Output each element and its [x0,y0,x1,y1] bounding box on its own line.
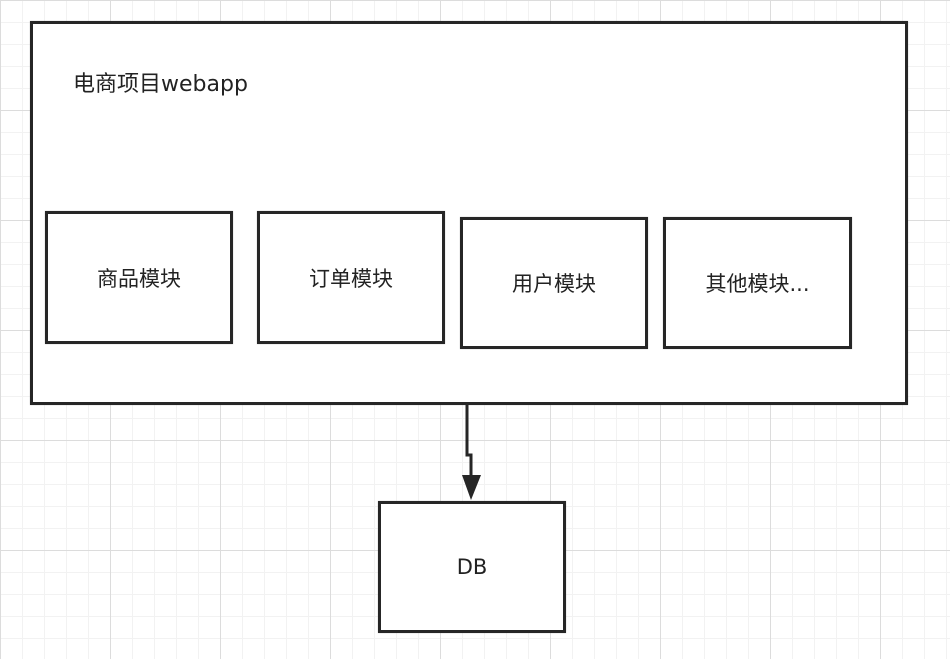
webapp-title: 电商项目webapp [73,72,248,97]
module-users-label: 用户模块 [512,272,596,296]
module-orders[interactable]: 订单模块 [257,211,445,344]
module-goods[interactable]: 商品模块 [45,211,233,344]
module-orders-label: 订单模块 [309,266,393,291]
arrowhead-down-icon [462,475,481,500]
database-box[interactable]: DB [378,501,566,633]
module-goods-label: 商品模块 [97,266,181,291]
module-users[interactable]: 用户模块 [460,217,648,349]
connector-line [465,405,473,478]
database-label: DB [456,555,488,579]
module-others-label: 其他模块... [705,272,810,296]
module-others[interactable]: 其他模块... [663,217,852,349]
